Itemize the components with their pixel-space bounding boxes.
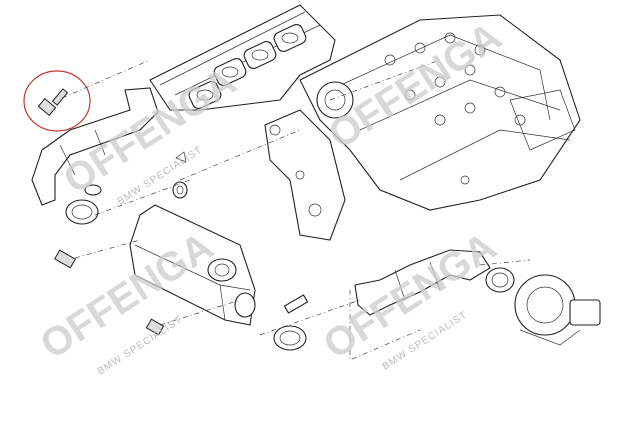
hose-clamps bbox=[65, 199, 515, 351]
leader-lines bbox=[61, 59, 531, 361]
exhaust-manifold bbox=[149, 4, 336, 111]
cylinder-head bbox=[299, 14, 581, 211]
egr-pipe-lower bbox=[354, 249, 491, 316]
washer bbox=[172, 151, 188, 199]
highlighted-bolt bbox=[23, 70, 91, 132]
egr-cooler bbox=[129, 204, 256, 326]
bolts bbox=[54, 249, 165, 336]
egr-valve bbox=[514, 274, 601, 346]
bracket-gasket bbox=[264, 109, 346, 241]
egr-pipe-upper bbox=[31, 87, 159, 206]
